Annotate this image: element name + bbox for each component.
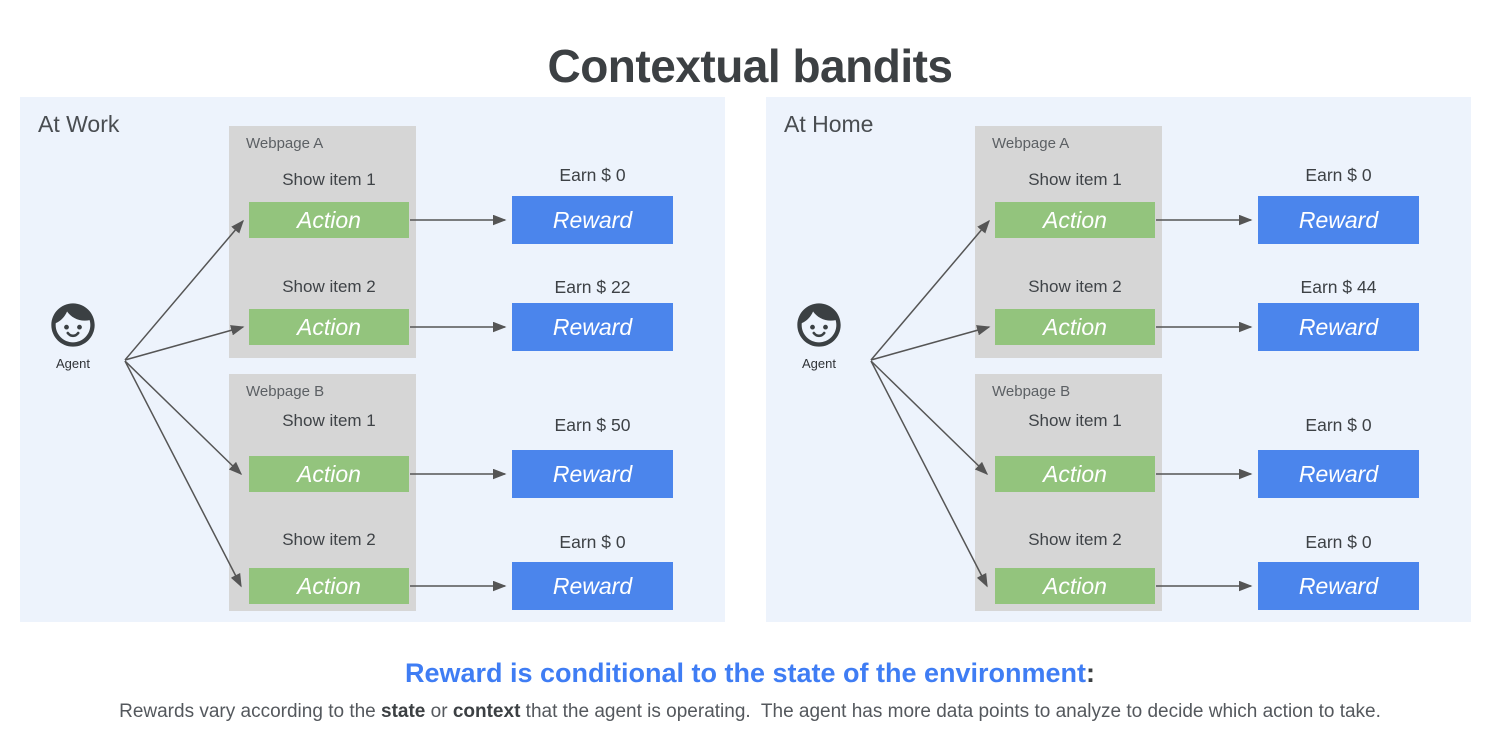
reward-box: Reward [1258,562,1419,610]
agent-label: Agent [56,356,90,371]
show-item-label: Show item 2 [282,530,376,549]
panel-title: At Home [784,111,874,137]
action-box: Action [995,568,1155,604]
show-item-label: Show item 1 [282,170,376,189]
agent: Agent [792,299,846,371]
action-box: Action [995,456,1155,492]
agent-label: Agent [802,356,836,371]
webpage-label: Webpage A [246,135,324,152]
earn-label: Earn $ 22 [554,277,631,297]
reward-box: Reward [1258,303,1419,351]
show-item-label: Show item 2 [282,277,376,296]
show-item-label: Show item 2 [1028,277,1122,296]
agent-face-icon [797,303,841,347]
panel-at-home: At Home Agent Webpage A Webpage B Show i… [766,97,1471,622]
earn-label: Earn $ 0 [1305,532,1372,552]
reward-box: Reward [512,303,673,351]
action-box: Action [249,202,409,238]
reward-box: Reward [1258,450,1419,498]
footer-body: Rewards vary according to the state or c… [119,701,1381,722]
show-item-label: Show item 2 [1028,530,1122,549]
action-box: Action [995,309,1155,345]
action-box: Action [249,456,409,492]
earn-label: Earn $ 0 [1305,415,1372,435]
show-item-label: Show item 1 [1028,411,1122,430]
action-box: Action [249,309,409,345]
earn-label: Earn $ 0 [559,165,626,185]
reward-box: Reward [512,450,673,498]
earn-label: Earn $ 0 [1305,165,1372,185]
reward-box: Reward [512,562,673,610]
panel-title: At Work [38,111,120,137]
action-box: Action [249,568,409,604]
earn-label: Earn $ 50 [554,415,631,435]
show-item-label: Show item 1 [1028,170,1122,189]
reward-box: Reward [512,196,673,244]
agent-face-icon [51,303,95,347]
show-item-label: Show item 1 [282,411,376,430]
earn-label: Earn $ 44 [1300,277,1377,297]
footer-heading: Reward is conditional to the state of th… [404,658,1096,688]
page-title: Contextual bandits [547,39,953,92]
panel-at-work: At Work Agent Webpage A Webpage B Show i… [20,97,725,622]
reward-box: Reward [1258,196,1419,244]
earn-label: Earn $ 0 [559,532,626,552]
webpage-label: Webpage B [992,383,1071,400]
webpage-label: Webpage B [246,383,325,400]
action-box: Action [995,202,1155,238]
agent: Agent [46,299,100,371]
webpage-label: Webpage A [992,135,1070,152]
